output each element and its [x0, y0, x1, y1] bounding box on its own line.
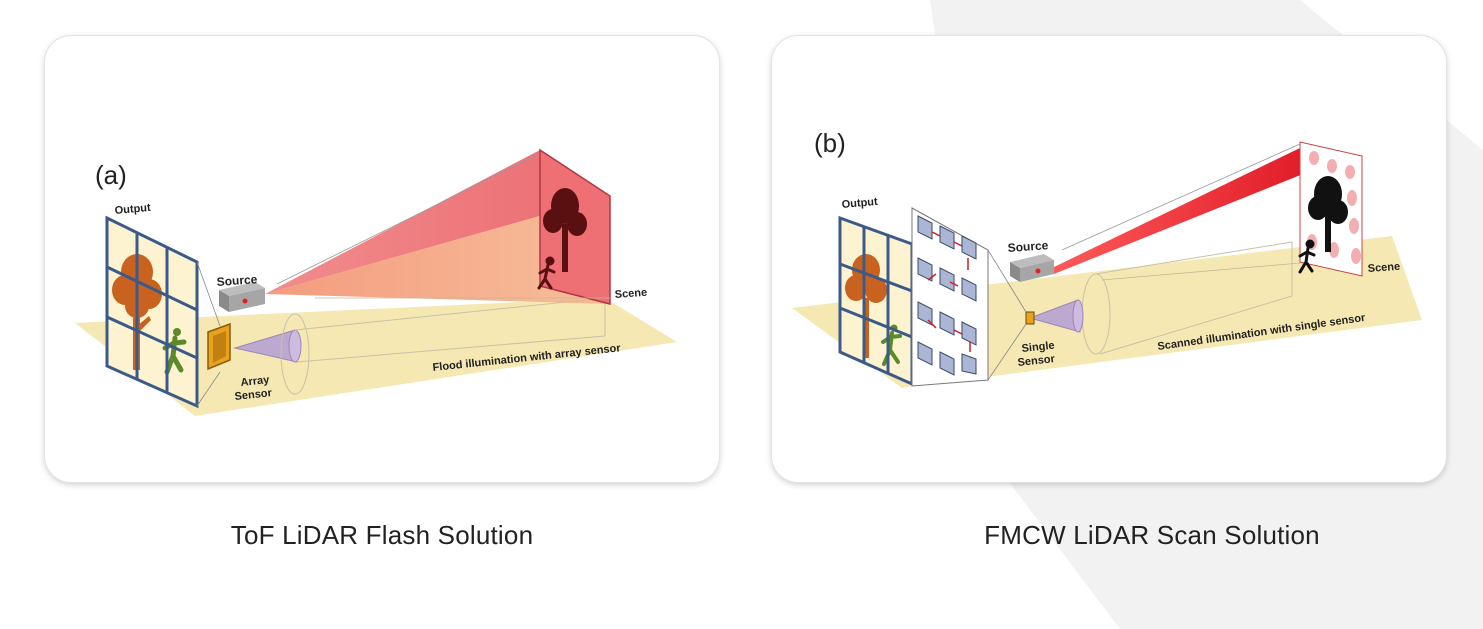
- flood-illumination-floor: [265, 196, 610, 304]
- sensor-label-line2: Sensor: [1017, 353, 1056, 369]
- source-label: Source: [1007, 238, 1049, 255]
- scene-panel: [1298, 141, 1363, 277]
- caption-tof-flash: ToF LiDAR Flash Solution: [230, 520, 534, 550]
- output-grid: [105, 215, 199, 409]
- sensor-label-line1: Single: [1021, 340, 1055, 355]
- output-label: Output: [114, 202, 151, 217]
- source-label: Source: [216, 272, 258, 289]
- panel-a-card: (a) Output Source Array Sensor Scene Flo…: [45, 36, 719, 482]
- scene-tree-silhouette: [543, 188, 587, 272]
- sensor-label-line1: Array: [240, 374, 271, 389]
- panel-b-diagram: (b) Output Source Single Sensor Scene Sc…: [792, 128, 1422, 388]
- scene-person-silhouette: [537, 256, 556, 290]
- scan-sequence-panel: [911, 207, 989, 387]
- single-sensor: [1025, 311, 1035, 325]
- flood-illumination-top: [265, 150, 610, 294]
- scene-label: Scene: [614, 287, 647, 301]
- output-label: Output: [841, 196, 878, 211]
- panel-b-card: (b) Output Source Single Sensor Scene Sc…: [772, 36, 1446, 482]
- sensor-label-line2: Sensor: [234, 387, 273, 403]
- laser-source: [219, 282, 265, 312]
- panel-a-diagram: (a) Output Source Array Sensor Scene Flo…: [75, 148, 677, 416]
- laser-source: [1010, 254, 1054, 282]
- output-grid: [838, 215, 914, 387]
- scan-beam: [1052, 148, 1308, 274]
- caption-fmcw-scan: FMCW LiDAR Scan Solution: [984, 520, 1320, 550]
- array-sensor: [207, 322, 231, 371]
- panel-b-letter: (b): [814, 128, 846, 158]
- scene-label: Scene: [1367, 261, 1400, 275]
- panel-a-letter: (a): [95, 160, 127, 190]
